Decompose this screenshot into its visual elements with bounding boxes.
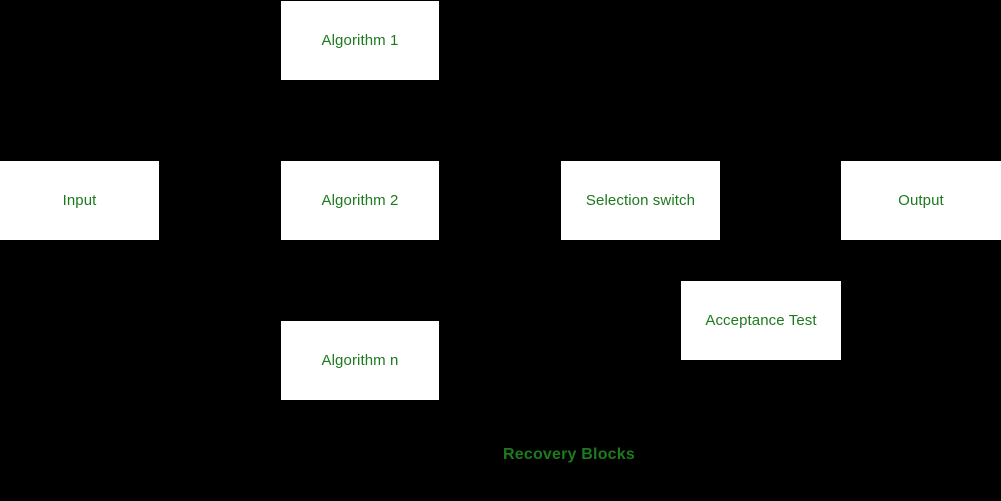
node-label-output: Output bbox=[898, 191, 944, 209]
node-label-input: Input bbox=[62, 191, 97, 209]
node-algorithm-1[interactable]: Algorithm 1 bbox=[281, 1, 439, 80]
node-selection-switch[interactable]: Selection switch bbox=[561, 161, 720, 240]
diagram-caption: Recovery Blocks bbox=[503, 446, 635, 463]
node-label-algorithm-n: Algorithm n bbox=[321, 351, 399, 369]
node-label-acceptance-test: Acceptance Test bbox=[705, 311, 817, 329]
node-input[interactable]: Input bbox=[0, 161, 159, 240]
node-acceptance-test[interactable]: Acceptance Test bbox=[681, 281, 841, 360]
node-label-selection-switch: Selection switch bbox=[585, 191, 696, 209]
node-label-algorithm-2: Algorithm 2 bbox=[321, 191, 399, 209]
node-algorithm-2[interactable]: Algorithm 2 bbox=[281, 161, 439, 240]
node-output[interactable]: Output bbox=[841, 161, 1001, 240]
node-label-algorithm-1: Algorithm 1 bbox=[321, 31, 399, 49]
node-algorithm-n[interactable]: Algorithm n bbox=[281, 321, 439, 400]
